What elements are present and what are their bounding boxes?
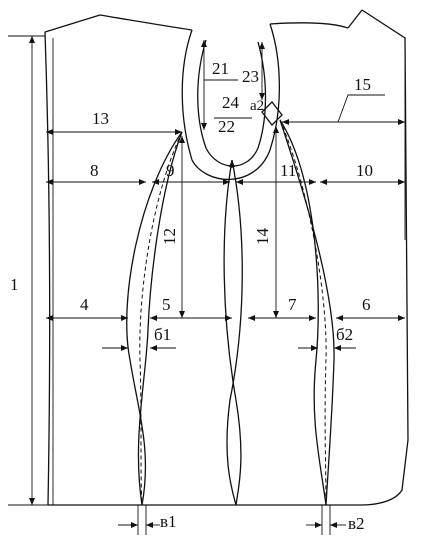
label-1: 1 <box>10 275 19 294</box>
label-8: 8 <box>90 161 99 180</box>
dart-a2 <box>261 101 283 126</box>
right-dart-dashed <box>279 119 327 506</box>
label-13: 13 <box>92 109 109 128</box>
label-7: 7 <box>288 295 297 314</box>
label-v2: в2 <box>348 514 365 533</box>
label-b1: б1 <box>154 325 171 344</box>
label-10: 10 <box>356 161 373 180</box>
label-21: 21 <box>212 59 229 78</box>
label-23: 23 <box>242 67 259 86</box>
right-side-edge <box>359 9 409 506</box>
left-shoulder-line <box>44 14 101 33</box>
label-12: 12 <box>160 228 179 245</box>
label-a2: a2 <box>250 98 264 114</box>
label-22: 22 <box>218 117 235 136</box>
label-b2: б2 <box>336 325 353 344</box>
label-6: 6 <box>362 295 371 314</box>
center-curve-a <box>223 159 242 506</box>
leader-15 <box>337 94 385 123</box>
label-5: 5 <box>162 295 171 314</box>
label-11: 11 <box>280 161 296 180</box>
label-4: 4 <box>80 295 89 314</box>
label-v1: в1 <box>160 512 177 531</box>
label-15: 15 <box>354 75 371 94</box>
front-neckline <box>269 22 349 29</box>
center-curve-b <box>226 159 243 506</box>
label-14: 14 <box>253 228 272 246</box>
left-side-edge <box>44 31 51 506</box>
right-shoulder-line <box>347 9 363 29</box>
left-dart-curve-a <box>126 131 183 506</box>
left-dart-dashed <box>139 131 183 506</box>
back-neckline <box>99 14 193 31</box>
label-24: 24 <box>222 93 240 112</box>
neck-opening-outer <box>181 23 281 181</box>
left-dart-curve-b <box>137 131 183 506</box>
label-9: 9 <box>166 161 175 180</box>
